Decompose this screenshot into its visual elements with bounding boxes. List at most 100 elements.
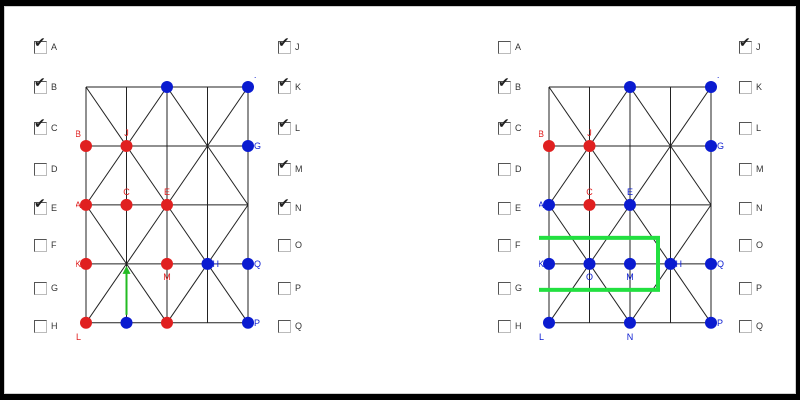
checkbox-o[interactable]	[278, 239, 291, 252]
checkbox-b[interactable]: ✔	[498, 76, 511, 94]
checkbox-p[interactable]	[739, 282, 752, 295]
node-label: F	[254, 77, 260, 80]
board-left: DFBJGACEKMHQLP	[76, 77, 261, 342]
checkbox-label: L	[295, 123, 301, 133]
checkmark-icon: ✔	[34, 196, 46, 212]
checkbox-label: B	[51, 82, 58, 92]
checkbox-label: H	[515, 321, 522, 331]
node-d[interactable]	[624, 81, 636, 93]
node-a[interactable]	[80, 198, 92, 211]
checkbox-g[interactable]	[498, 282, 511, 295]
node-j[interactable]	[120, 139, 133, 152]
node-e[interactable]	[624, 198, 636, 211]
node-d[interactable]	[161, 81, 173, 93]
checkbox-l[interactable]	[739, 122, 752, 135]
checkbox-a[interactable]: ✔	[34, 36, 47, 54]
node-k[interactable]	[80, 257, 92, 270]
node-q[interactable]	[242, 257, 254, 270]
checkbox-label: N	[295, 203, 302, 213]
node-unlabeled[interactable]	[120, 316, 133, 329]
checkbox-h[interactable]	[498, 320, 511, 333]
checkbox-p[interactable]	[278, 282, 291, 295]
node-c[interactable]	[120, 198, 133, 211]
checkbox-h[interactable]	[34, 320, 47, 333]
checkbox-l[interactable]: ✔	[278, 117, 291, 135]
checkmark-icon: ✔	[278, 196, 290, 212]
node-label: L	[539, 332, 544, 342]
node-g[interactable]	[705, 139, 717, 152]
node-f[interactable]	[242, 81, 254, 93]
node-j[interactable]	[583, 139, 596, 152]
checkbox-label: B	[515, 82, 522, 92]
node-label: E	[164, 187, 170, 197]
checkbox-label: O	[756, 240, 764, 250]
node-q[interactable]	[705, 257, 717, 270]
checkbox-e[interactable]	[498, 202, 511, 215]
checkbox-label: N	[756, 203, 763, 213]
checkbox-label: G	[515, 283, 523, 293]
board-right: DFBJGACEKOMHQLNP	[539, 77, 724, 342]
node-h[interactable]	[201, 257, 214, 270]
checkbox-label: H	[51, 321, 58, 331]
checkbox-c[interactable]: ✔	[34, 117, 47, 135]
checkbox-label: M	[756, 164, 764, 174]
checkbox-label: A	[51, 42, 58, 52]
checkbox-m[interactable]	[739, 163, 752, 176]
highlight-box	[539, 235, 660, 292]
checkbox-q[interactable]	[278, 320, 291, 333]
node-c[interactable]	[583, 198, 596, 211]
node-label: Q	[254, 259, 261, 269]
node-k[interactable]	[543, 257, 555, 270]
checkbox-d[interactable]	[498, 163, 511, 176]
checkbox-c[interactable]: ✔	[498, 117, 511, 135]
checkbox-a[interactable]	[498, 41, 511, 54]
checkbox-k[interactable]	[739, 81, 752, 94]
checkbox-label: Q	[295, 321, 303, 331]
checkbox-j[interactable]: ✔	[739, 36, 752, 54]
node-a[interactable]	[543, 198, 555, 211]
checkbox-g[interactable]	[34, 282, 47, 295]
checkbox-e[interactable]: ✔	[34, 197, 47, 215]
node-o[interactable]	[583, 257, 596, 270]
checkbox-n[interactable]: ✔	[278, 197, 291, 215]
node-label: G	[254, 141, 261, 151]
checkbox-f[interactable]	[498, 239, 511, 252]
checkbox-label: Q	[756, 321, 764, 331]
checkbox-b[interactable]: ✔	[34, 76, 47, 94]
node-b[interactable]	[543, 139, 555, 152]
checkbox-q[interactable]	[739, 320, 752, 333]
checkbox-f[interactable]	[34, 239, 47, 252]
checkmark-icon: ✔	[498, 75, 510, 91]
node-l[interactable]	[543, 316, 555, 329]
checkmark-icon: ✔	[278, 35, 290, 51]
node-e[interactable]	[161, 198, 173, 211]
checkmark-icon: ✔	[739, 35, 751, 51]
checkbox-d[interactable]	[34, 163, 47, 176]
checkbox-label: C	[51, 123, 58, 133]
node-b[interactable]	[80, 139, 92, 152]
checkbox-label: F	[515, 240, 521, 250]
node-unlabeled[interactable]	[161, 316, 173, 329]
node-f[interactable]	[705, 81, 717, 93]
checkbox-n[interactable]	[739, 202, 752, 215]
node-n[interactable]	[624, 316, 636, 329]
node-m[interactable]	[161, 257, 173, 270]
checkbox-label: E	[515, 203, 522, 213]
checkbox-k[interactable]: ✔	[278, 76, 291, 94]
node-label: N	[627, 332, 634, 342]
node-label: K	[76, 259, 81, 269]
node-p[interactable]	[242, 316, 254, 329]
checkbox-label: C	[515, 123, 522, 133]
node-m[interactable]	[624, 257, 636, 270]
checkbox-m[interactable]: ✔	[278, 158, 291, 176]
checkbox-j[interactable]: ✔	[278, 36, 291, 54]
node-label: P	[254, 318, 260, 328]
checkbox-o[interactable]	[739, 239, 752, 252]
checkbox-label: D	[51, 164, 58, 174]
node-l[interactable]	[80, 316, 92, 329]
checkbox-label: P	[756, 283, 763, 293]
node-label: A	[76, 200, 81, 210]
node-p[interactable]	[705, 316, 717, 329]
node-g[interactable]	[242, 139, 254, 152]
node-h[interactable]	[664, 257, 677, 270]
